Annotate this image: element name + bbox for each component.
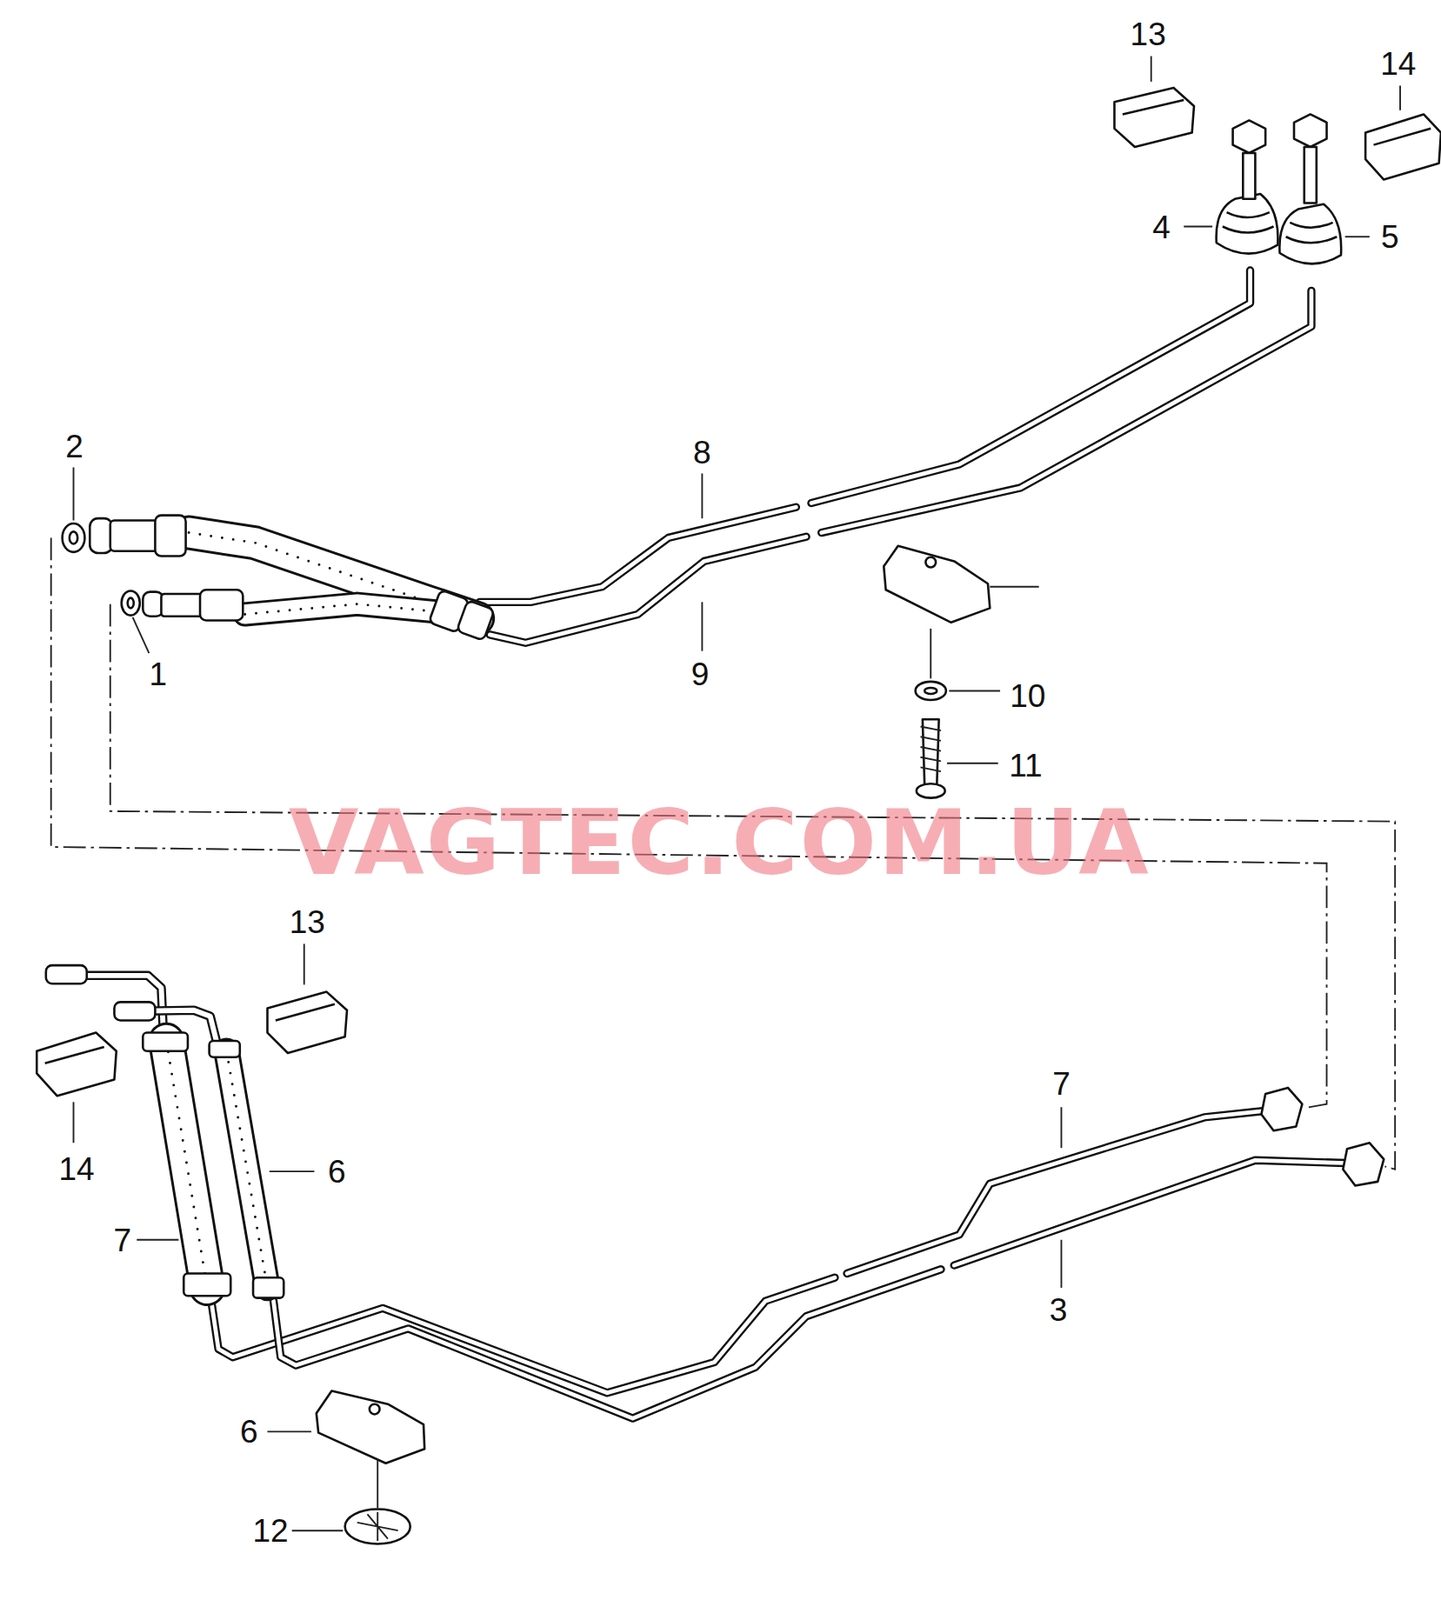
callout-number: 9: [691, 657, 710, 690]
clip: [36, 87, 1441, 1096]
callout-number: 13: [289, 905, 326, 938]
callout-number: 11: [1008, 749, 1042, 782]
callout-number: 5: [1380, 220, 1400, 254]
callout-number: 14: [1380, 46, 1416, 80]
callout-number: 7: [1052, 1067, 1071, 1101]
clamp: [316, 546, 990, 1545]
callout-number: 2: [65, 429, 84, 462]
callout-number: 7: [113, 1223, 133, 1256]
callout-number: 13: [1130, 17, 1167, 50]
hose: [166, 533, 478, 1288]
reference-line: [51, 537, 1328, 1108]
leader-line: [73, 56, 1401, 1532]
reference-line: [110, 604, 1395, 1170]
callout-number: 8: [693, 435, 712, 468]
washer: [62, 523, 947, 701]
callout-number: 3: [1049, 1293, 1068, 1326]
callout-number: 10: [1009, 680, 1046, 713]
watermark: VAGTEC.COM.UA: [288, 797, 1151, 888]
callout-number: 6: [327, 1155, 347, 1188]
callout-number: 4: [1152, 210, 1171, 243]
pipe: [76, 270, 1353, 1419]
fitting: [46, 515, 1384, 1299]
callout-number: 12: [252, 1514, 288, 1548]
callout-number: 6: [240, 1415, 259, 1448]
grommet: [1216, 113, 1342, 264]
callout-number: 14: [58, 1152, 94, 1185]
callout-number: 1: [149, 657, 168, 690]
